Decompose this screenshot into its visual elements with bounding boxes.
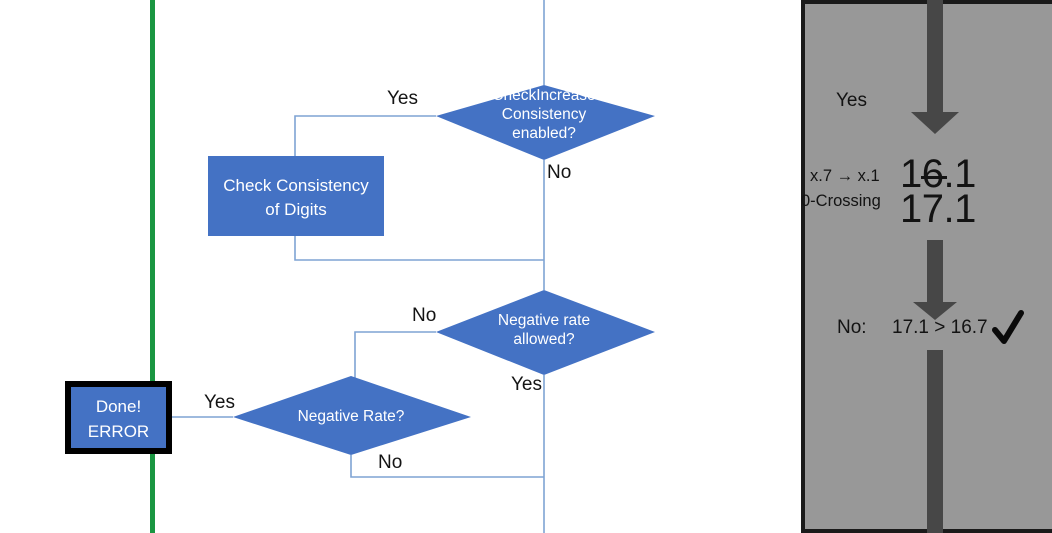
panel-row-1-caption: 0-Crossing (801, 192, 881, 210)
panel-result-comparison: 17.1 > 16.7 (892, 317, 988, 338)
connector-negative-rate-no (350, 455, 544, 478)
edge-label-negative-rate-yes: Yes (204, 392, 235, 413)
connector-check-increase-yes (294, 115, 436, 156)
edge-label-check-increase-no: No (547, 162, 572, 183)
edge-label-negative-allowed-no: No (412, 305, 437, 326)
panel-yes-label: Yes (836, 90, 867, 111)
decision-check-increase-consistency (436, 85, 655, 160)
panel-result-prefix: No: (837, 317, 867, 338)
edge-label-negative-allowed-yes: Yes (511, 374, 542, 395)
panel-row-0-value: 16.1 (900, 152, 976, 196)
right-panel-border-top (801, 0, 1052, 4)
connector-consistency-return (294, 236, 544, 261)
terminator-done-error (71, 387, 166, 448)
decision-negative-rate (233, 376, 471, 455)
edge-label-check-increase-yes: Yes (387, 88, 418, 109)
panel-row-0-caption: x.7 → x.1 (810, 167, 880, 185)
right-panel-border-bottom (801, 529, 1052, 533)
panel-arrow-top (911, 0, 959, 134)
process-check-consistency-of-digits (208, 156, 384, 236)
check-mark-icon (992, 310, 1024, 344)
strikethrough-line (921, 176, 947, 179)
right-panel-background (801, 0, 1052, 533)
panel-row-1-value: 17.1 (900, 187, 976, 231)
green-guide-line (150, 0, 155, 533)
decision-negative-rate-allowed (436, 290, 655, 375)
edge-label-negative-rate-no: No (378, 452, 403, 473)
panel-arrow-bottom-shaft (927, 350, 943, 533)
panel-arrow-middle (913, 240, 957, 320)
right-panel-border-left (801, 0, 805, 533)
